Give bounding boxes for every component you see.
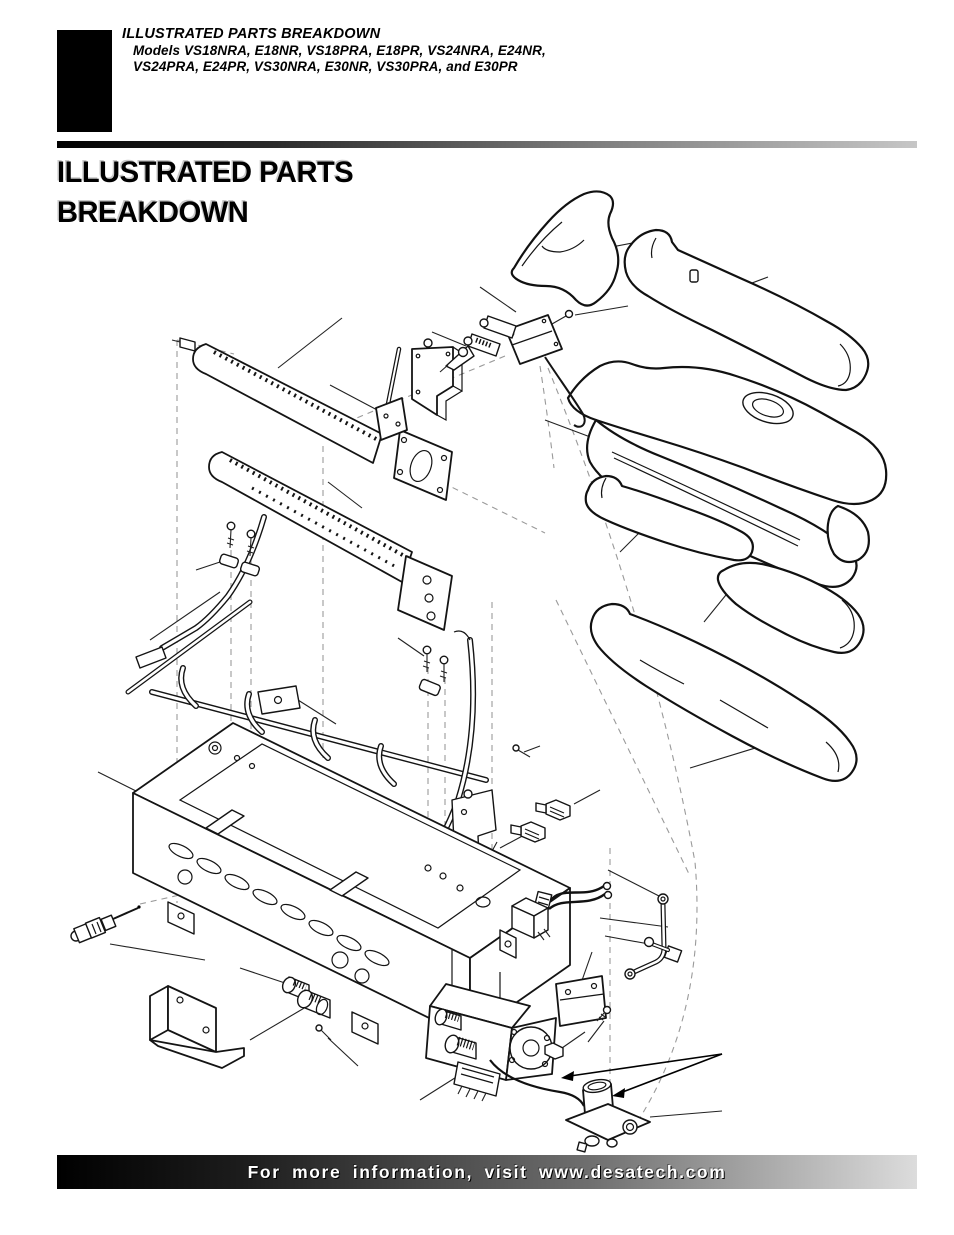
page-corner-tab	[57, 30, 112, 132]
log-small-left	[584, 474, 754, 562]
page-title: ILLUSTRATED PARTS BREAKDOWN	[57, 153, 354, 233]
control-knobs	[281, 976, 332, 1041]
page-title-line1: ILLUSTRATED PARTS	[57, 156, 354, 189]
valve-connector	[453, 1061, 501, 1102]
floor-bracket	[149, 985, 245, 1069]
header-gradient-rule	[57, 141, 917, 148]
valve-bracket	[555, 975, 612, 1027]
burner-orifice-fittings	[510, 799, 571, 843]
exploded-parts-diagram	[0, 160, 954, 1160]
log-bottom-ember	[589, 602, 858, 783]
log-front-top	[623, 228, 870, 392]
footer-text: For more information, visit www.desatech…	[247, 1161, 727, 1182]
running-header-models-line1: Models VS18NRA, E18NR, VS18PRA, E18PR, V…	[133, 43, 546, 58]
page-title-line2: BREAKDOWN	[57, 196, 249, 229]
on-off-switch	[499, 897, 551, 959]
pilot-rod-and-plate	[375, 346, 408, 441]
running-header-models-line2: VS24PRA, E24PR, VS30NRA, E30NR, VS30PRA,…	[133, 59, 518, 74]
burner-tube-rear	[171, 337, 453, 501]
thermocouple-lead	[489, 1059, 585, 1107]
running-header-title: ILLUSTRATED PARTS BREAKDOWN	[122, 26, 381, 42]
log-set	[510, 190, 888, 783]
igniter-electrode	[70, 905, 141, 944]
burner-tube-front	[208, 451, 453, 631]
pressure-regulator	[565, 1078, 651, 1153]
callout-arrows	[561, 1053, 723, 1098]
gas-supply-tube	[624, 893, 683, 980]
log-large-center	[566, 360, 888, 589]
tube-clamps-and-screws	[218, 521, 531, 758]
log-top	[510, 190, 620, 307]
base-pan	[132, 722, 571, 1045]
footer-banner: For more information, visit www.desatech…	[57, 1155, 917, 1189]
pilot-shield-bracket	[411, 338, 463, 422]
log-middle-right	[716, 561, 865, 654]
pilot-assembly	[439, 309, 586, 428]
